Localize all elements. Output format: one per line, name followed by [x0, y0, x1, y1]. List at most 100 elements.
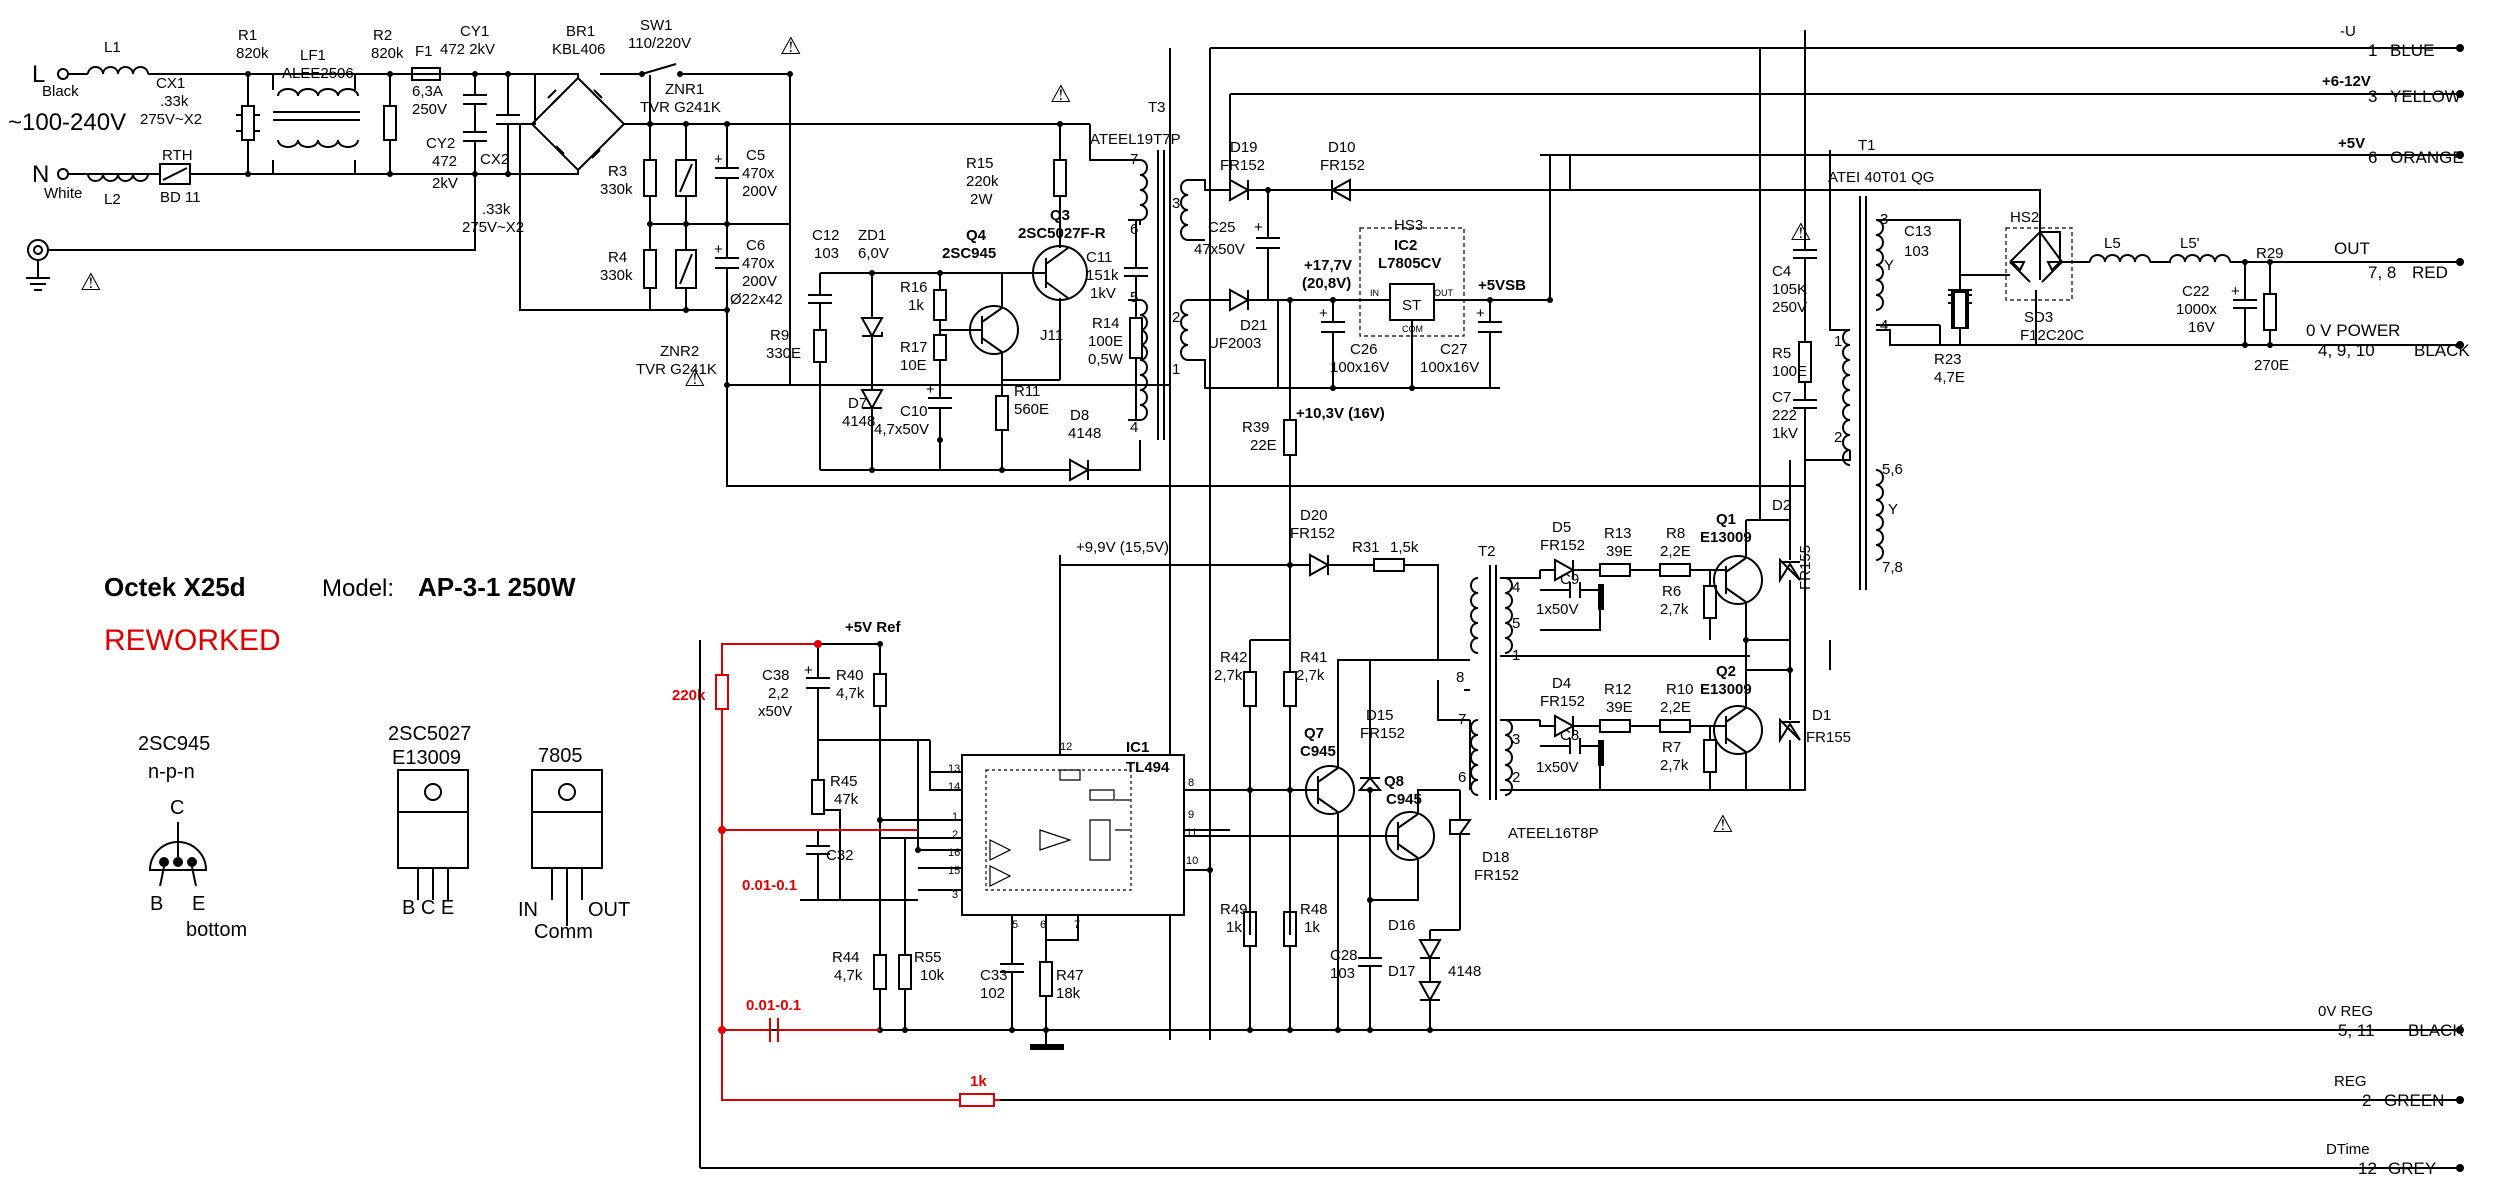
label-BR1: BR1: [566, 23, 595, 40]
label-L: L: [32, 61, 45, 88]
label-CX2: CX2: [480, 151, 509, 168]
label-N-wire: White: [44, 185, 82, 202]
label-9v9: +9,9V (15,5V): [1076, 539, 1169, 556]
label-R23-value: 4,7E: [1934, 369, 1965, 386]
label-R49: R49: [1220, 901, 1248, 918]
out-top-4: 0 V POWER: [2306, 321, 2400, 340]
warning-icon-4: ⚠: [1050, 81, 1072, 108]
label-R41-value: 2,7k: [1296, 667, 1325, 684]
ic1-pin-8: 8: [1188, 777, 1194, 789]
label-D7-value: 4148: [842, 413, 875, 430]
t1-pin-2: 2: [1834, 429, 1842, 446]
label-R2: R2: [373, 27, 392, 44]
label-R14-v1: 100E: [1088, 333, 1123, 350]
label-C25: C25: [1208, 219, 1236, 236]
plus-C27: +: [1476, 305, 1485, 322]
label-J11: J11: [1040, 327, 1063, 344]
label-R17-value: 10E: [900, 357, 927, 374]
ic1-pin-15: 15: [948, 865, 960, 877]
label-R40-value: 4,7k: [836, 685, 865, 702]
label-C11-v1: 151k: [1086, 267, 1119, 284]
label-L5: L5: [2104, 235, 2121, 252]
plus-C5: +: [714, 151, 723, 168]
label-R11: R11: [1014, 383, 1040, 400]
label-HS3: HS3: [1394, 217, 1423, 234]
ic1-pin-3: 3: [952, 889, 958, 901]
label-rework-220k: 220k: [672, 687, 706, 704]
label-C6-v2: 200V: [742, 273, 777, 290]
label-D4: D4: [1552, 675, 1571, 692]
label-D21-value: UF2003: [1208, 335, 1261, 352]
label-R7: R7: [1662, 739, 1681, 756]
legend-npn: n-p-n: [148, 761, 195, 783]
out-top-2: +5V: [2338, 135, 2365, 152]
label-D5: D5: [1552, 519, 1571, 536]
label-C5-v2: 200V: [742, 183, 777, 200]
pinout-legend: 2SC945 n-p-n C B E bottom 2SC5027 E13009…: [138, 723, 630, 943]
label-C13-value: 103: [1904, 243, 1929, 260]
ic-TL494: [961, 754, 1185, 916]
label-ZD1-value: 6,0V: [858, 245, 889, 262]
label-R41: R41: [1300, 649, 1328, 666]
label-R15: R15: [966, 155, 994, 172]
driver-stage: R42 2,7k R41 2,7k Q7 C945 D15 FR152 Q8 C…: [1214, 565, 1519, 1033]
t1-pin-78: 7,8: [1882, 559, 1903, 576]
label-R45-value: 47k: [834, 791, 859, 808]
regulator-7805: [1389, 283, 1435, 321]
label-D7: D7: [848, 395, 867, 412]
label-Q2-value: E13009: [1700, 681, 1752, 698]
label-R40: R40: [836, 667, 864, 684]
t2-pin-2: 2: [1512, 769, 1520, 786]
label-R16: R16: [900, 279, 928, 296]
label-N: N: [32, 161, 49, 188]
out-top-1: +6-12V: [2322, 73, 2371, 90]
label-L2: L2: [104, 191, 121, 208]
ic1-pin-2: 2: [952, 829, 958, 841]
label-C27: C27: [1440, 341, 1468, 358]
main-transformer-T1: T1 ATEI 40T01 QG 1 2 3 Y 4 5,6 Y 7,8 ⚠ C…: [1772, 30, 2460, 590]
label-R45: R45: [830, 773, 858, 790]
label-C22: C22: [2182, 283, 2210, 300]
label-Q3: Q3: [1050, 207, 1070, 224]
label-Q4: Q4: [966, 227, 987, 244]
plus-C10: +: [926, 381, 935, 398]
label-C12: C12: [812, 227, 840, 244]
plus-C25: +: [1254, 219, 1263, 236]
label-ref: +5V Ref: [845, 619, 901, 636]
label-R14-v2: 0,5W: [1088, 351, 1124, 368]
label-D19: D19: [1230, 139, 1258, 156]
label-rework-c2: 0.01-0.1: [746, 997, 801, 1014]
label-Q7-value: C945: [1300, 743, 1336, 760]
output-labels: -U 1 BLUE +6-12V 3 YELLOW +5V 6 ORANGE O…: [2306, 23, 2470, 1178]
t3-pin-3: 3: [1172, 195, 1180, 212]
label-D18-value: FR152: [1474, 867, 1519, 884]
label-R47: R47: [1056, 967, 1084, 984]
t3-pin-7: 7: [1130, 151, 1138, 168]
label-R7-value: 2,7k: [1660, 757, 1689, 774]
svg-text:IN: IN: [1370, 288, 1379, 298]
t2-pin-4: 4: [1512, 579, 1520, 596]
label-SD3-value: F12C20C: [2020, 327, 2084, 344]
t1-y2: Y: [1888, 501, 1898, 518]
label-SW1-value: 110/220V: [628, 35, 691, 52]
label-C28: C28: [1330, 947, 1358, 964]
label-R3: R3: [608, 163, 627, 180]
out-pin-0: 1: [2368, 41, 2377, 60]
label-R23: R23: [1934, 351, 1962, 368]
t3-pin-5: 5: [1130, 289, 1138, 306]
half-bridge: +9,9V (15,5V) D20 FR152 R31 1,5k T2 4 5 …: [1059, 48, 1851, 842]
out-color-7: GREY: [2388, 1159, 2436, 1178]
label-T2: T2: [1478, 543, 1496, 560]
label-RTH: RTH: [162, 147, 193, 164]
standby-converter: ⚠ T3 ATEEL19T7P R15 220k 2W 7 6 5 4 Q3 2…: [766, 81, 1181, 482]
label-CX2-v2: 275V~X2: [462, 219, 524, 236]
label-CX1-v1: .33k: [160, 93, 189, 110]
out-color-5: BLACK: [2408, 1021, 2464, 1040]
t3-pin-1: 1: [1172, 361, 1180, 378]
label-17v: +17,7V: [1304, 257, 1352, 274]
label-D1-value: FR155: [1806, 729, 1851, 746]
label-Q4-value: 2SC945: [942, 245, 996, 262]
label-5vsb: +5VSB: [1478, 277, 1526, 294]
label-Q2: Q2: [1716, 663, 1736, 680]
label-LF1-value: ALEE2506: [282, 65, 354, 82]
